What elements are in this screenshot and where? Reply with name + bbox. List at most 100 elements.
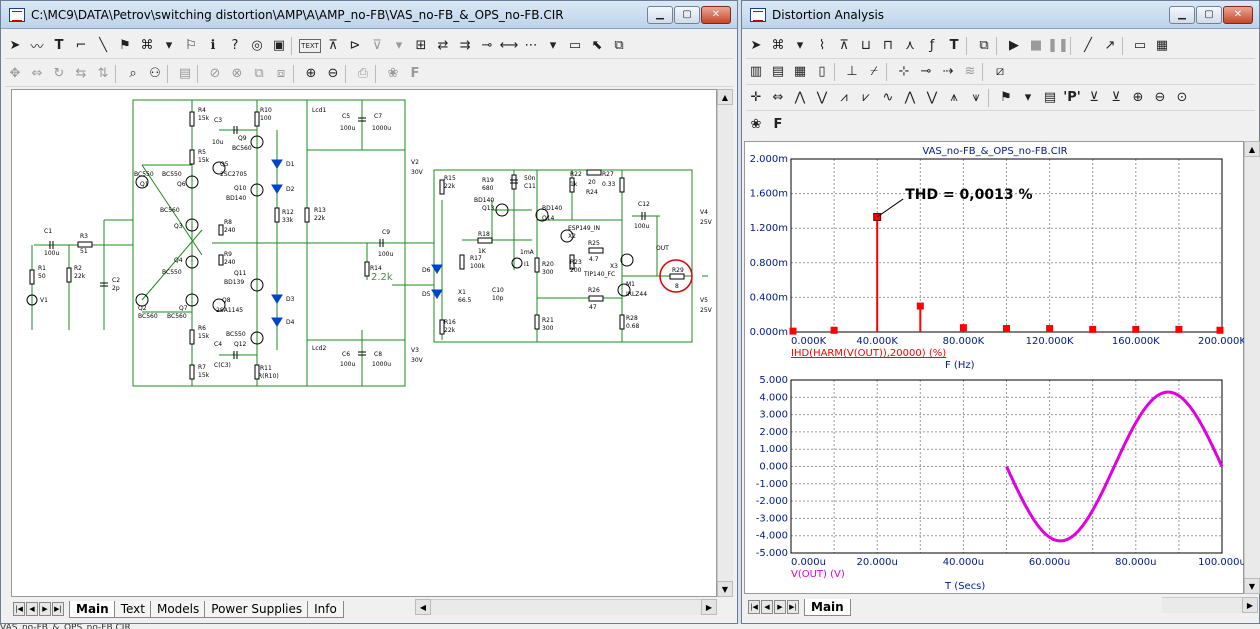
stop-icon[interactable]: ■ <box>1029 38 1043 53</box>
axis-grid-icon[interactable]: ▯ <box>818 64 826 79</box>
bottom-icon[interactable]: ⩛ <box>972 90 980 105</box>
tab-info[interactable]: Info <box>307 600 344 618</box>
grid-lines-icon[interactable]: ▥ <box>749 64 763 79</box>
scroll-right-icon[interactable]: ▶ <box>701 599 717 615</box>
cursor-icon[interactable]: ✛ <box>750 90 762 105</box>
flip-vertical-icon[interactable]: ⇅ <box>97 66 109 81</box>
scroll-up-icon[interactable]: ▲ <box>717 89 733 105</box>
grid-icon[interactable]: ▦ <box>1155 38 1169 53</box>
schematic-vertical-scrollbar[interactable]: ▲ ▼ <box>717 89 733 597</box>
tag-vertical-icon[interactable]: ⊔ <box>860 38 872 53</box>
text-tool-icon[interactable]: T <box>54 38 64 53</box>
chevron-down-icon[interactable]: ▾ <box>1024 90 1032 105</box>
properties-icon[interactable]: ⧉ <box>979 38 989 53</box>
node-voltage-icon[interactable]: ⊞ <box>415 38 427 53</box>
text-tool-icon[interactable]: T <box>949 38 959 53</box>
inflection-icon[interactable]: ∿ <box>882 90 894 105</box>
tab-first-icon[interactable]: |◀ <box>748 600 760 614</box>
on-switch-icon[interactable]: ⊸ <box>481 38 493 53</box>
tab-next-icon[interactable]: ▶ <box>39 602 51 616</box>
flip-icon[interactable]: ⇆ <box>75 66 87 81</box>
cancel-icon[interactable]: ⊗ <box>231 66 243 81</box>
formula-icon[interactable]: ƒ <box>929 38 935 53</box>
cursor-icon[interactable]: ⬉ <box>591 38 603 53</box>
tag-x-icon[interactable]: ⊻ <box>1089 90 1099 105</box>
print-icon[interactable]: ⎙ <box>357 66 369 81</box>
power-icon[interactable]: ⇉ <box>459 38 471 53</box>
globe-icon[interactable]: ◎ <box>251 38 263 53</box>
component-icon[interactable]: ⌘ <box>771 38 785 53</box>
component-icon[interactable]: ⌘ <box>140 38 154 53</box>
tag-horizontal-icon[interactable]: ⊓ <box>882 38 894 53</box>
baseline-icon[interactable]: ⊥ <box>846 64 858 79</box>
zoom-fit-icon[interactable]: ⊙ <box>1176 90 1188 105</box>
mirror-icon[interactable]: ⇔ <box>31 66 43 81</box>
minimize-button[interactable]: ▁ <box>1169 6 1195 24</box>
tab-first-icon[interactable]: |◀ <box>13 602 25 616</box>
global-high-icon[interactable]: ⋀ <box>904 90 916 105</box>
tab-prev-icon[interactable]: ◀ <box>761 600 773 614</box>
tab-last-icon[interactable]: ▶| <box>52 602 64 616</box>
properties-icon[interactable]: ⧉ <box>614 38 624 53</box>
point-tag-icon[interactable]: ⋏ <box>905 38 915 53</box>
current-flow-icon[interactable]: ⇄ <box>437 38 449 53</box>
palette-icon[interactable]: ▣ <box>272 38 286 53</box>
chevron-down-icon[interactable]: ▾ <box>395 38 403 53</box>
minimize-button[interactable]: ▁ <box>647 6 673 24</box>
text-toggle-button[interactable]: TEXT <box>299 38 321 53</box>
ungroup-icon[interactable]: ⧈ <box>276 66 286 81</box>
scroll-left-icon[interactable]: ◀ <box>415 599 431 615</box>
help-icon[interactable]: ? <box>231 38 239 53</box>
select-arrow-icon[interactable]: ➤ <box>9 38 21 53</box>
page-icon[interactable]: ▤ <box>178 66 192 81</box>
performance-icon[interactable]: 'P' <box>1063 90 1081 105</box>
chevron-down-icon[interactable]: ▾ <box>165 38 173 53</box>
schematic-canvas[interactable]: C1 100u R3 51 R1 50 V1 R2 22k C2 2p BC55… <box>11 89 717 597</box>
schematic-horizontal-scrollbar[interactable]: ◀ ▶ <box>415 599 717 615</box>
pin-connections-icon[interactable]: ⊳ <box>349 38 361 53</box>
ruler-icon[interactable]: ⇢ <box>942 64 954 79</box>
zoom-in-icon[interactable]: ⊕ <box>1132 90 1144 105</box>
line-icon[interactable]: ⟷ <box>499 38 519 53</box>
data-points-icon[interactable]: ⌿ <box>870 64 878 79</box>
move-icon[interactable]: ✥ <box>9 66 21 81</box>
tab-next-icon[interactable]: ▶ <box>774 600 786 614</box>
find-icon[interactable]: ⌕ <box>129 66 137 81</box>
waveform-icon[interactable]: ≋ <box>964 64 976 79</box>
low-icon[interactable]: ⩗ <box>862 90 870 105</box>
plot-vertical-scrollbar[interactable]: ▲ ▼ <box>1244 141 1260 594</box>
zoom-in-icon[interactable]: ⊕ <box>305 66 317 81</box>
binoculars-icon[interactable]: ⚇ <box>149 66 161 81</box>
run-icon[interactable]: ▶ <box>1009 38 1019 53</box>
valley-icon[interactable]: ⋁ <box>816 90 828 105</box>
scroll-up-icon[interactable]: ▲ <box>1244 141 1260 157</box>
minor-grid-icon[interactable]: ▤ <box>771 64 785 79</box>
numeric-output-icon[interactable]: ▤ <box>1043 90 1057 105</box>
next-simulation-icon[interactable]: ⇔ <box>772 90 784 105</box>
chevron-down-icon[interactable]: ▾ <box>549 38 557 53</box>
top-icon[interactable]: ⩚ <box>950 90 958 105</box>
tab-main[interactable]: Main <box>69 600 116 618</box>
tab-models[interactable]: Models <box>149 600 207 618</box>
node-numbers-icon[interactable]: ⊼ <box>328 38 338 53</box>
cursor-mode-icon[interactable]: ⊹ <box>898 64 910 79</box>
close-button[interactable]: ✕ <box>701 6 731 24</box>
tab-main[interactable]: Main <box>804 598 851 616</box>
global-low-icon[interactable]: ⋁ <box>926 90 938 105</box>
flag-icon[interactable]: ⚑ <box>119 38 131 53</box>
peak-icon[interactable]: ⋀ <box>794 90 806 105</box>
probe-icon[interactable]: ⊽ <box>372 38 382 53</box>
pause-icon[interactable]: ❚❚ <box>1047 38 1069 53</box>
wire-icon[interactable]: 〰 <box>30 40 44 55</box>
tag-y-icon[interactable]: ⊻ <box>1111 90 1121 105</box>
chevron-down-icon[interactable]: ▾ <box>796 38 804 53</box>
font-icon[interactable]: F <box>773 116 783 132</box>
schematic-titlebar[interactable]: C:\MC9\DATA\Petrov\switching distortion\… <box>1 1 737 29</box>
close-button[interactable]: ✕ <box>1223 6 1253 24</box>
info-icon[interactable]: ℹ <box>210 38 216 53</box>
tokens-icon[interactable]: ⊸ <box>920 64 932 79</box>
color-icon[interactable]: ❀ <box>750 116 762 132</box>
rotate-icon[interactable]: ↻ <box>53 66 65 81</box>
diagonal-wire-icon[interactable]: ╲ <box>99 38 107 53</box>
